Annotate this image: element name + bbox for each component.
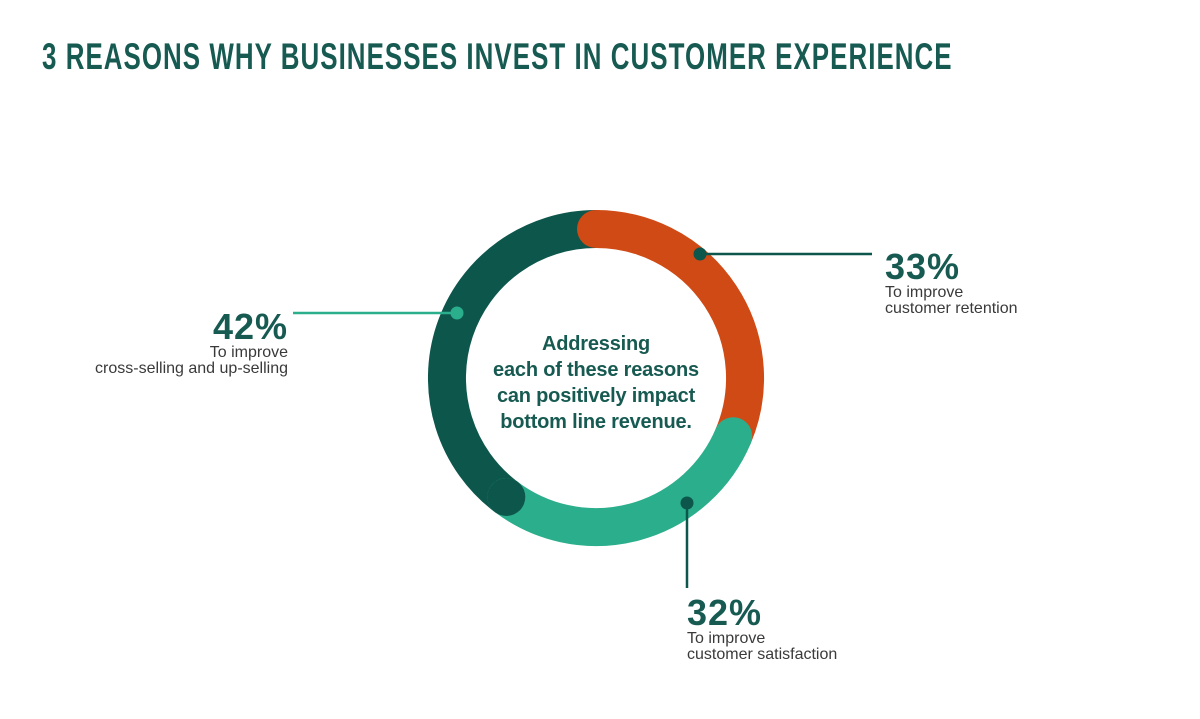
callout-satisfaction: 32% To improve customer satisfaction: [687, 595, 837, 662]
center-text-line-3: can positively impact: [496, 385, 696, 407]
satisfaction-percent: 32%: [687, 592, 763, 633]
donut-center-text: Addressing each of these reasons can pos…: [446, 331, 746, 435]
callout-cross-selling: 42% To improve cross-selling and up-sell…: [95, 309, 288, 376]
center-text-line-2: each of these reasons: [493, 359, 699, 381]
leader-dot-cross-selling: [450, 306, 464, 320]
donut-segment-retention: [577, 210, 765, 456]
callout-retention: 33% To improve customer retention: [885, 249, 1018, 316]
satisfaction-desc-line-2: customer satisfaction: [687, 645, 838, 663]
cross-selling-desc-line-2: cross-selling and up-selling: [95, 359, 288, 377]
center-text-line-4: bottom line revenue.: [500, 411, 692, 433]
leader-dot-satisfaction: [680, 496, 694, 510]
cross-selling-desc-line-1: To improve: [209, 344, 288, 361]
satisfaction-desc-line-1: To improve: [687, 630, 766, 647]
retention-percent: 33%: [885, 246, 961, 287]
leader-dot-retention: [693, 247, 707, 261]
page-title: 3 REASONS WHY BUSINESSES INVEST IN CUSTO…: [42, 36, 953, 77]
donut-segment-satisfaction: [487, 417, 753, 546]
cross-selling-percent: 42%: [212, 306, 288, 347]
retention-desc-line-1: To improve: [885, 284, 964, 301]
donut-segment-cross-selling: [427, 210, 615, 516]
center-text-line-1: Addressing: [541, 333, 651, 355]
donut-segment-cross-selling-cap: [487, 478, 526, 516]
retention-desc-line-2: customer retention: [885, 299, 1018, 317]
